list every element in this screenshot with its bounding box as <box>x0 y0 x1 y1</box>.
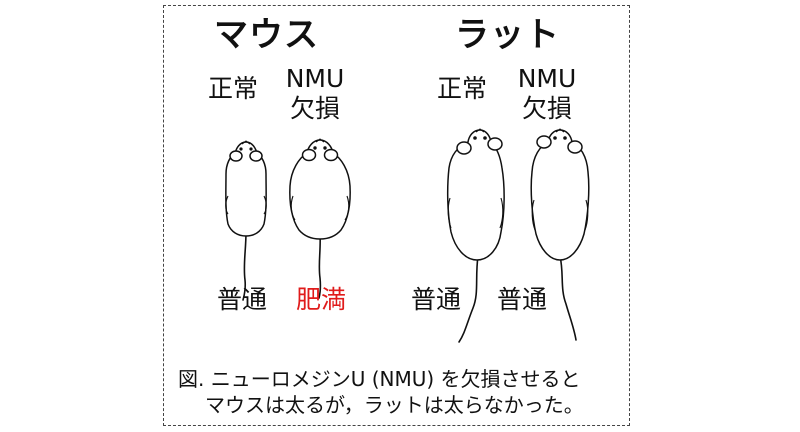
label-mouse-nmu-line1: NMU <box>285 64 345 93</box>
label-rat-nmu-line1: NMU <box>517 64 577 93</box>
outcome-mouse-nmu: 肥満 <box>296 285 347 314</box>
label-rat-nmu-line2: 欠損 <box>521 93 572 123</box>
rat-nmu-illustration <box>530 128 590 341</box>
heading-mouse: マウス <box>214 15 319 55</box>
label-mouse-nmu: NMU 欠損 <box>285 64 345 123</box>
mouse-normal-illustration <box>225 140 267 301</box>
outcome-mouse-normal: 普通 <box>217 285 268 314</box>
label-mouse-normal: 正常 <box>208 74 259 103</box>
figure-frame <box>163 5 630 426</box>
caption-line-2: マウスは太るが，ラットは太らなかった。 <box>205 393 584 417</box>
outcome-rat-normal: 普通 <box>411 285 462 314</box>
label-rat-nmu: NMU 欠損 <box>517 64 577 123</box>
label-rat-normal: 正常 <box>437 74 488 103</box>
heading-rat: ラット <box>455 15 560 55</box>
outcome-rat-nmu: 普通 <box>497 285 548 314</box>
mouse-nmu-illustration <box>289 138 351 299</box>
rat-normal-illustration <box>446 128 505 343</box>
label-mouse-nmu-line2: 欠損 <box>289 93 340 123</box>
caption-line-1: 図. ニューロメジンU (NMU) を欠損させると <box>178 367 581 391</box>
